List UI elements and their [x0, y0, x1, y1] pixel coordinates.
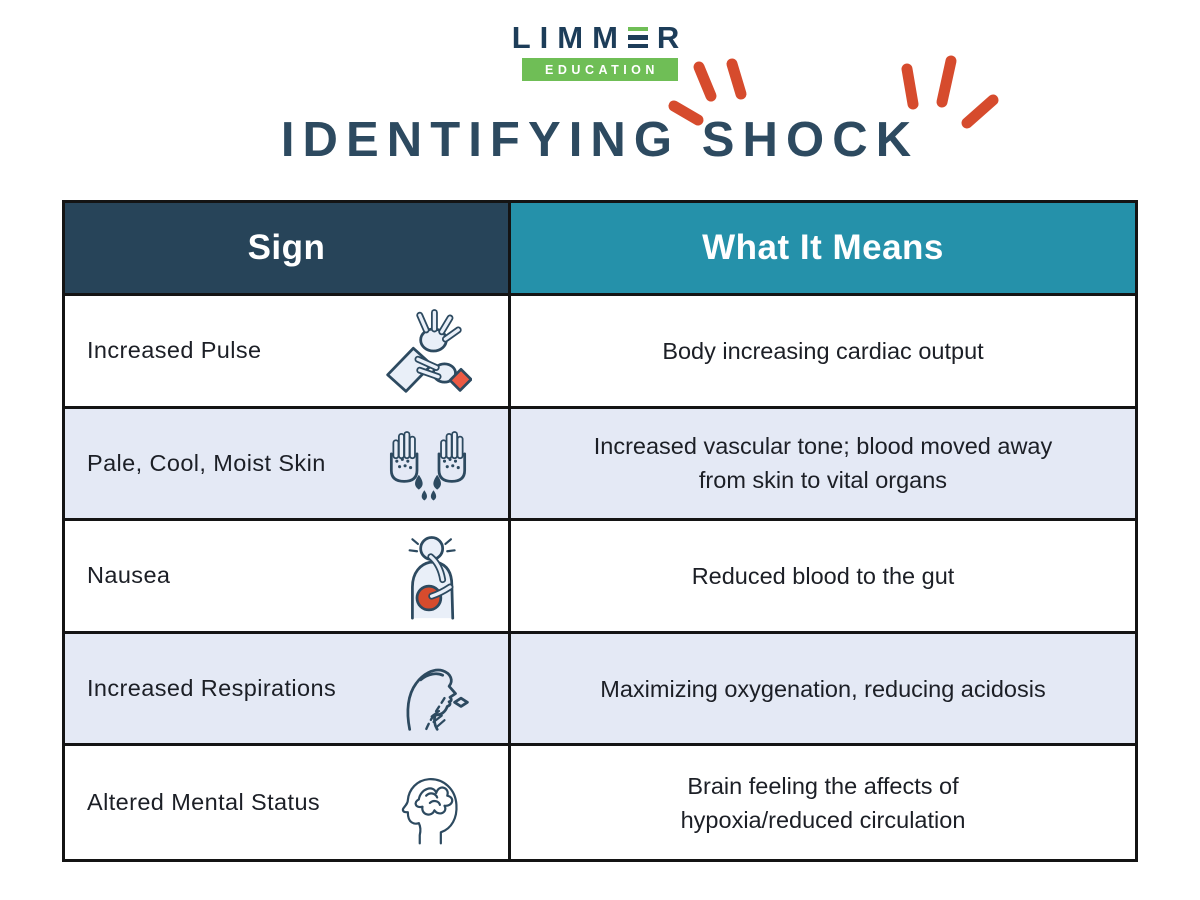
meaning-text: Maximizing oxygenation, reducing acidosi… [600, 675, 1046, 702]
meaning-cell-pale-cool-moist-skin: Increased vascular tone; blood moved awa… [511, 408, 1135, 522]
header-sign: Sign [65, 203, 511, 296]
logo-stylized-e-icon [627, 27, 648, 48]
meaning-cell-increased-pulse: Body increasing cardiac output [511, 296, 1135, 409]
sign-label: Pale, Cool, Moist Skin [87, 449, 326, 476]
confused-mind-icon [401, 777, 458, 845]
nausea-icon [408, 536, 456, 620]
burst-left-icon [668, 58, 747, 126]
meaning-cell-altered-mental-status: Brain feeling the affects of hypoxia/red… [511, 746, 1135, 859]
header-what-it-means: What It Means [511, 203, 1135, 296]
sweaty-hands-icon [389, 431, 467, 501]
sign-cell-increased-respirations: Increased Respirations [65, 633, 511, 747]
meaning-text: Brain feeling the affects of hypoxia/red… [680, 772, 966, 833]
sign-label: Increased Pulse [87, 337, 262, 364]
logo-text-limm: LIMM [511, 20, 627, 55]
sign-cell-altered-mental-status: Altered Mental Status [65, 746, 511, 859]
logo-wordmark: LIMM R [512, 22, 689, 53]
meaning-cell-increased-respirations: Maximizing oxygenation, reducing acidosi… [511, 633, 1135, 747]
limmer-logo: LIMM R EDUCATION [0, 22, 1200, 81]
sign-label: Altered Mental Status [87, 789, 321, 816]
sign-label: Nausea [87, 562, 171, 589]
logo-education-banner: EDUCATION [522, 58, 678, 81]
meaning-text: Increased vascular tone; blood moved awa… [593, 433, 1053, 494]
meaning-cell-nausea: Reduced blood to the gut [511, 521, 1135, 634]
sign-label: Increased Respirations [87, 675, 337, 702]
page-title: IDENTIFYING SHOCK [280, 113, 920, 167]
pulse-check-icon [386, 308, 472, 393]
meaning-text: Reduced blood to the gut [691, 562, 955, 589]
sign-cell-increased-pulse: Increased Pulse [65, 296, 511, 409]
meaning-text: Body increasing cardiac output [662, 337, 984, 364]
burst-right-icon [901, 55, 999, 129]
sign-cell-pale-cool-moist-skin: Pale, Cool, Moist Skin [65, 408, 511, 522]
logo-text-r: R [656, 20, 689, 55]
respiration-icon [406, 668, 469, 731]
shock-signs-table: Sign What It Means Increased Pulse Body … [62, 200, 1138, 862]
sign-cell-nausea: Nausea [65, 521, 511, 634]
